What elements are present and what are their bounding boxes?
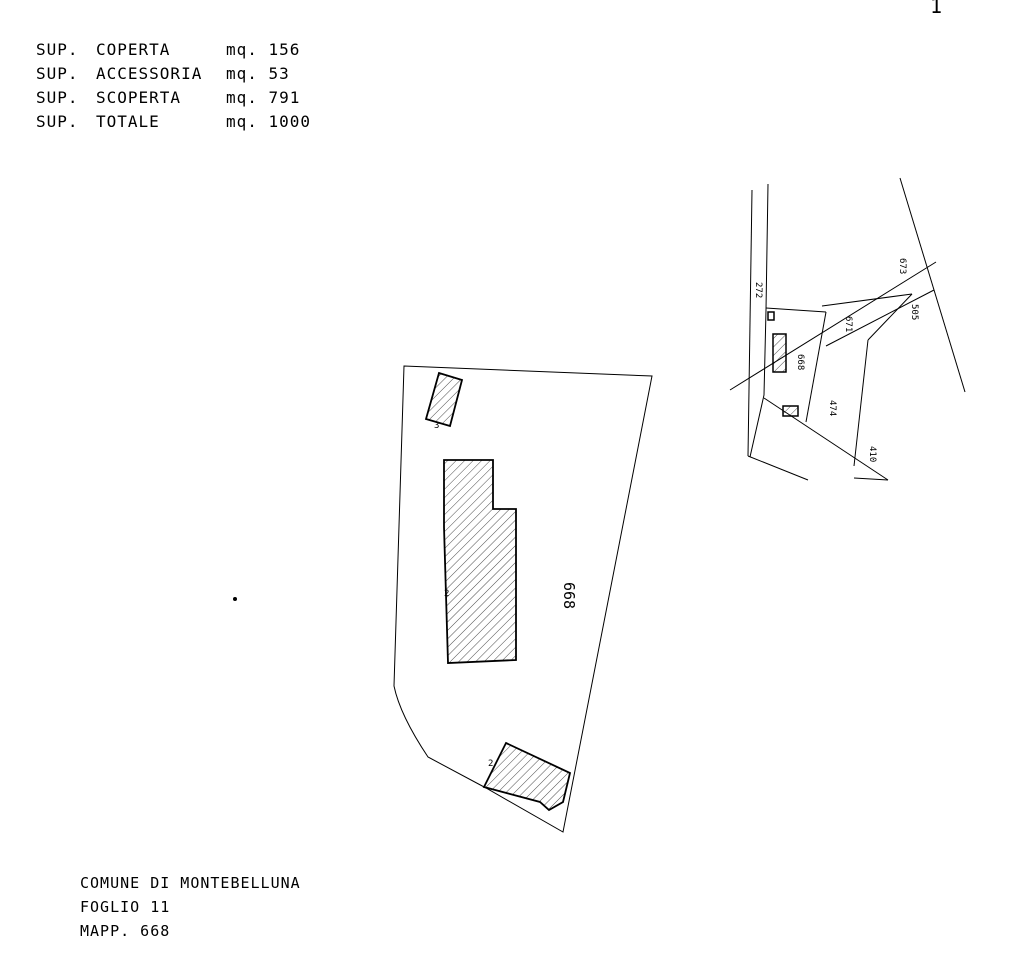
map-building xyxy=(782,405,799,417)
map-line xyxy=(853,477,889,481)
map-line xyxy=(867,293,913,341)
comune-text: COMUNE DI MONTEBELLUNA xyxy=(80,874,301,892)
location-map: 272 673 671 505 668 474 410 xyxy=(729,177,966,481)
map-line xyxy=(765,307,827,313)
map-line xyxy=(825,289,935,347)
map-line xyxy=(805,311,827,423)
map-parcel-label: 272 xyxy=(753,282,763,298)
area-label: SUP. xyxy=(36,64,79,83)
map-line xyxy=(747,455,809,481)
building-accessory-bottom xyxy=(482,741,572,812)
cadastral-reference: COMUNE DI MONTEBELLUNA FOGLIO 11 MAPP. 6… xyxy=(80,874,301,946)
area-kind: COPERTA xyxy=(96,40,171,59)
area-label: SUP. xyxy=(36,112,79,131)
map-building xyxy=(772,333,787,373)
building-accessory-top xyxy=(424,371,464,428)
map-parcel-label: 410 xyxy=(867,446,877,462)
small-mark: 2 xyxy=(444,589,449,599)
parcel-boundary xyxy=(393,365,653,833)
site-plan: 3 2 2 668 xyxy=(393,365,653,833)
map-line xyxy=(899,177,966,393)
area-value: mq. 791 xyxy=(226,88,301,107)
map-line xyxy=(821,293,913,307)
mappale-text: MAPP. 668 xyxy=(80,922,171,940)
map-parcel-label: 673 xyxy=(897,258,907,274)
area-kind: TOTALE xyxy=(96,112,160,131)
map-parcel-label: 505 xyxy=(909,304,919,320)
small-mark: 2 xyxy=(488,759,493,769)
area-value: mq. 1000 xyxy=(226,112,312,131)
stray-dot xyxy=(233,597,237,601)
area-value: mq. 156 xyxy=(226,40,301,59)
corner-mark: 1 xyxy=(930,0,943,18)
area-value: mq. 53 xyxy=(226,64,290,83)
small-mark: 3 xyxy=(434,421,439,431)
area-kind: SCOPERTA xyxy=(96,88,182,107)
parcel-label: 668 xyxy=(560,582,578,609)
foglio-text: FOGLIO 11 xyxy=(80,898,171,916)
map-line xyxy=(853,339,869,467)
map-building xyxy=(767,311,775,321)
map-parcel-label: 671 xyxy=(843,316,853,332)
building-main xyxy=(443,459,517,664)
map-line xyxy=(747,189,753,457)
map-line xyxy=(729,261,937,391)
map-parcel-label: 474 xyxy=(827,400,837,416)
map-line xyxy=(749,183,769,458)
area-kind: ACCESSORIA xyxy=(96,64,203,83)
area-label: SUP. xyxy=(36,40,79,59)
map-parcel-label: 668 xyxy=(795,354,805,370)
area-label: SUP. xyxy=(36,88,79,107)
